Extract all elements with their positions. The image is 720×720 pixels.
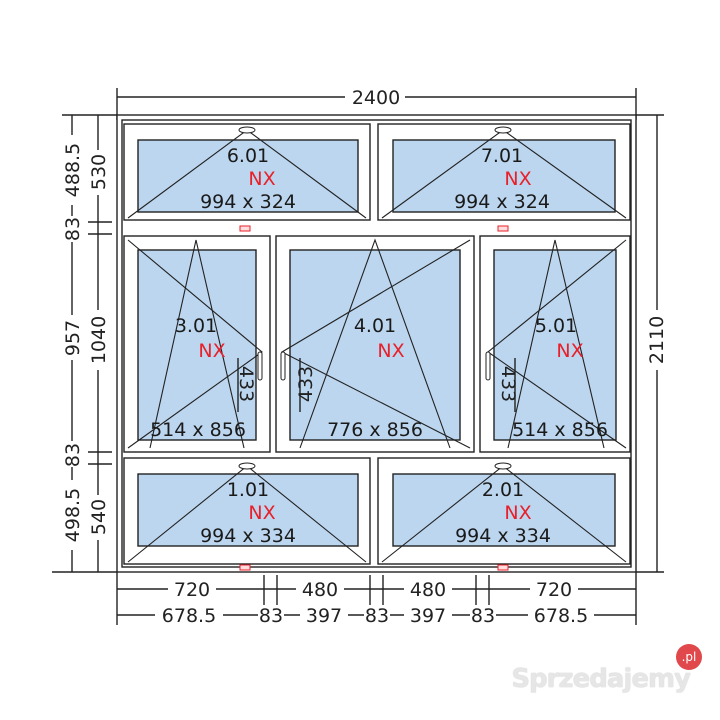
watermark-badge: .pl xyxy=(676,644,702,670)
overall-width-label: 2400 xyxy=(352,87,400,109)
sash-id: 1.01 xyxy=(227,479,269,501)
sash-type: NX xyxy=(248,502,275,524)
sash-id: 5.01 xyxy=(535,315,577,337)
sash-id: 2.01 xyxy=(482,479,524,501)
bottom-dimensions: 720 480 480 720 678.5 83 397 83 397 83 6… xyxy=(116,572,637,627)
sash-1-01: 1.01 NX 994 x 334 xyxy=(123,457,371,571)
dim-540: 540 xyxy=(88,499,110,535)
sash-7-01: 7.01 NX 994 x 324 xyxy=(377,123,631,232)
height-dimension: 2110 xyxy=(636,114,668,573)
handle-icon xyxy=(485,351,491,381)
sash-id: 4.01 xyxy=(354,315,396,337)
hinge-marker xyxy=(239,564,251,571)
watermark-text: Sprzedajemy xyxy=(511,664,691,694)
dim-397-right: 397 xyxy=(410,605,446,627)
handle-icon xyxy=(238,126,256,134)
width-dimension: 2400 xyxy=(116,86,637,120)
sash-size: 994 x 334 xyxy=(455,525,551,547)
dim-678-5-right: 678.5 xyxy=(534,605,588,627)
handle-icon xyxy=(257,351,263,381)
dim-397-left: 397 xyxy=(306,605,342,627)
sash-4-01: 4.01 NX 433 776 x 856 xyxy=(275,235,475,453)
dim-530: 530 xyxy=(88,154,110,190)
dim-498-5: 498.5 xyxy=(62,488,84,542)
handle-icon xyxy=(494,126,512,134)
dim-83-b: 83 xyxy=(365,605,389,627)
inner-frame xyxy=(121,119,632,568)
handle-icon xyxy=(280,351,286,381)
handle-height: 433 xyxy=(497,366,519,402)
dim-480-right: 480 xyxy=(410,579,446,601)
sash-size: 514 x 856 xyxy=(512,419,608,441)
sash-type: NX xyxy=(248,168,275,190)
sash-type: NX xyxy=(504,168,531,190)
sash-size: 994 x 334 xyxy=(200,525,296,547)
hinge-marker xyxy=(497,564,509,571)
sash-6-01: 6.01 NX 994 x 324 xyxy=(123,123,371,232)
sash-3-01: 3.01 NX 433 514 x 856 xyxy=(123,235,271,453)
dim-957: 957 xyxy=(62,320,84,356)
sash-type: NX xyxy=(504,502,531,524)
handle-height: 433 xyxy=(235,366,257,402)
sash-2-01: 2.01 NX 994 x 334 xyxy=(377,457,631,571)
dim-83-bottom: 83 xyxy=(62,443,84,467)
left-dimensions: 488.5 83 957 83 498.5 530 1040 540 xyxy=(52,114,117,573)
sash-id: 7.01 xyxy=(481,145,523,167)
sash-5-01: 5.01 NX 433 514 x 856 xyxy=(479,235,631,453)
watermark-logo: Sprzedajemy xyxy=(511,664,691,694)
dim-83-a: 83 xyxy=(259,605,283,627)
sash-type: NX xyxy=(198,340,225,362)
sash-size: 776 x 856 xyxy=(327,419,423,441)
sash-type: NX xyxy=(556,340,583,362)
dim-488-5: 488.5 xyxy=(62,143,84,197)
sash-id: 3.01 xyxy=(175,315,217,337)
dim-678-5-left: 678.5 xyxy=(162,605,216,627)
sash-type: NX xyxy=(377,340,404,362)
dim-480-left: 480 xyxy=(302,579,338,601)
sash-id: 6.01 xyxy=(227,145,269,167)
hinge-marker xyxy=(239,225,251,232)
sash-size: 994 x 324 xyxy=(454,191,550,213)
dim-83-c: 83 xyxy=(471,605,495,627)
dim-720-right: 720 xyxy=(536,579,572,601)
watermark-suffix: .pl xyxy=(681,650,697,664)
handle-icon xyxy=(494,462,512,470)
hinge-marker xyxy=(497,225,509,232)
handle-height: 433 xyxy=(295,366,317,402)
dim-1040: 1040 xyxy=(88,316,110,364)
sash-size: 994 x 324 xyxy=(200,191,296,213)
handle-icon xyxy=(238,462,256,470)
sash-size: 514 x 856 xyxy=(150,419,246,441)
dim-720-left: 720 xyxy=(174,579,210,601)
overall-height-label: 2110 xyxy=(646,316,668,364)
dim-83-top: 83 xyxy=(62,217,84,241)
